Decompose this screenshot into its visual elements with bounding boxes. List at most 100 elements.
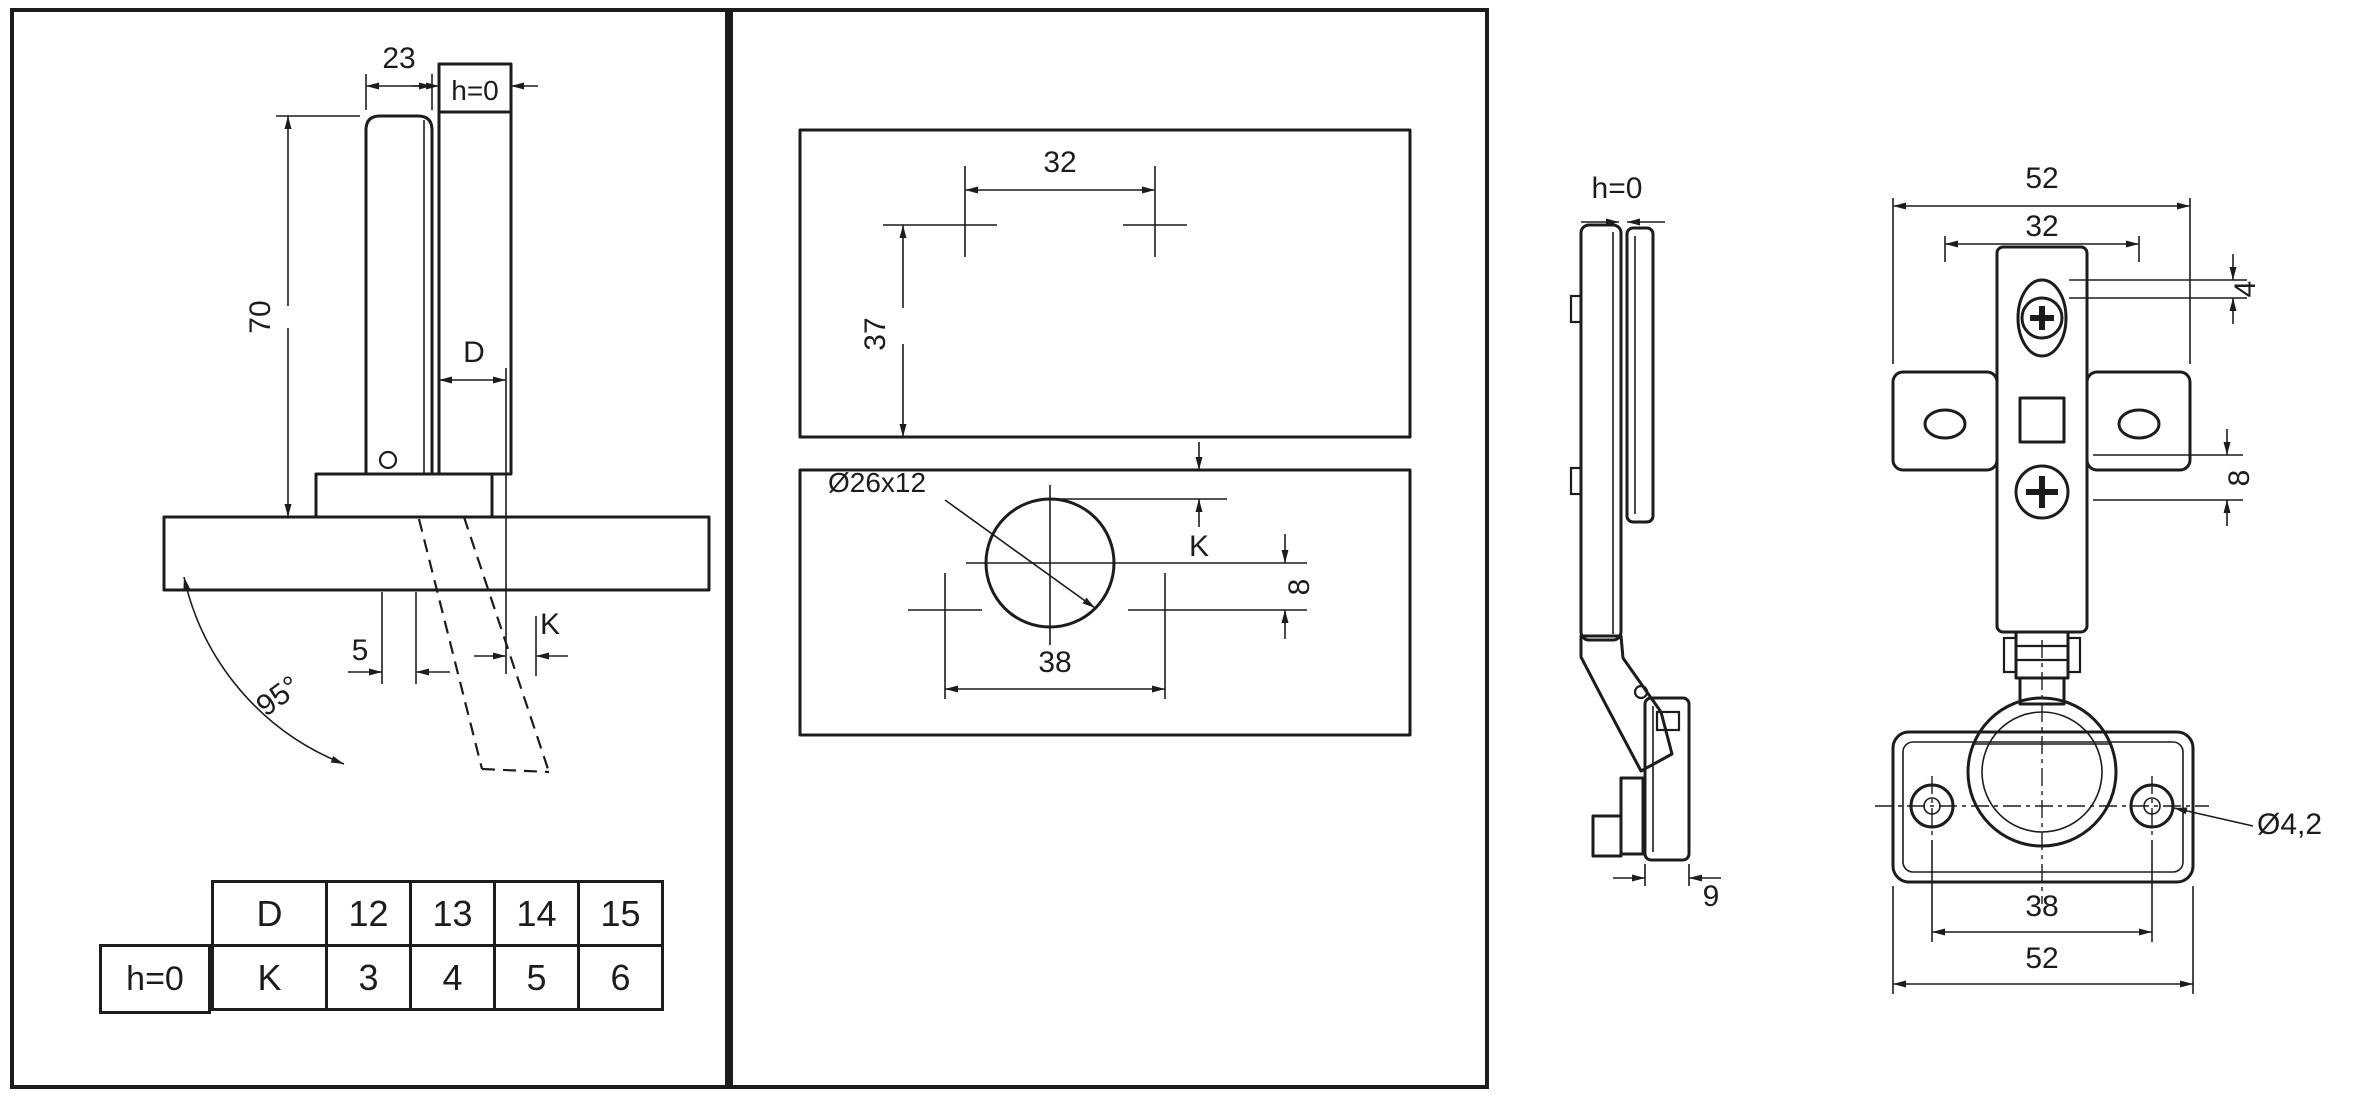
- cup-centerlines: [966, 485, 1307, 645]
- opening-angle-arc: [183, 576, 345, 765]
- mount-screw-head: [1569, 466, 1583, 496]
- dim-screw-spacing-38: 38: [945, 646, 1165, 693]
- dim-8-label: 8: [1283, 579, 1316, 596]
- table-header-D: D: [214, 883, 328, 947]
- table-cell: 15: [580, 883, 664, 947]
- adjust-slot: [2016, 278, 2068, 358]
- cup-screw-marks: [908, 573, 1307, 699]
- dim-adjust-4: 4: [2069, 254, 2262, 324]
- dim-D-label: D: [463, 336, 485, 369]
- phillips-screw-bottom: [2014, 464, 2070, 520]
- dim-5-label: 5: [352, 634, 369, 667]
- dim-plate-52-bottom: 52: [1892, 886, 2194, 994]
- plate-screw-right: [2129, 776, 2175, 838]
- dim-52-top-label: 52: [2025, 162, 2058, 195]
- dim-cup-screws-38: 38: [1931, 840, 2153, 942]
- knuckle-tab-left: [2002, 636, 2018, 674]
- cup-lip: [1591, 814, 1623, 858]
- dim-23-label: 23: [382, 42, 415, 75]
- dim-K-label: K: [540, 608, 560, 641]
- dk-value-table: D 12 13 14 15 K 3 4 5 6: [211, 880, 664, 1011]
- mounting-foot: [314, 472, 494, 519]
- dim-38-label: 38: [2025, 890, 2058, 923]
- wing-slot-left: [1923, 408, 1967, 440]
- dim-38-label: 38: [1038, 646, 1071, 679]
- hinge-side-view: [162, 62, 711, 774]
- cup-flange: [1619, 776, 1645, 856]
- table-cell: 12: [328, 883, 412, 947]
- wing-slot-right: [2117, 408, 2161, 440]
- dim-95deg-label: 95°: [250, 670, 306, 723]
- plate-screw-left: [1909, 776, 1955, 838]
- hinge-profile-view: h=0 9: [1569, 172, 1721, 913]
- dim-70-label: 70: [244, 300, 277, 333]
- dim-overlay-D: D: [439, 336, 507, 674]
- middle-panel: 32 37 Ø26x12: [729, 8, 1489, 1089]
- table-cell: 6: [580, 947, 664, 1011]
- dim-overlay-h0: h=0: [412, 75, 538, 106]
- wing-right: [2085, 370, 2192, 472]
- side-panel-drill-face: [798, 128, 1412, 439]
- dim-32-label: 32: [1043, 146, 1076, 179]
- cup-inner-circle: [1981, 711, 2103, 833]
- hinge-arm: [364, 114, 434, 476]
- drilling-pattern-drawing: 32 37 Ø26x12: [798, 128, 1412, 737]
- dim-37-label: 37: [859, 317, 892, 350]
- dim-adjust-8: 8: [2093, 429, 2256, 526]
- screw-hole-callout: Ø4,2: [2173, 807, 2322, 841]
- table-h0-box: h=0: [99, 944, 211, 1014]
- mounting-plate-inner: [1902, 741, 2184, 873]
- table-cell: 3: [328, 947, 412, 1011]
- dim-h0-label: h=0: [451, 75, 499, 106]
- pivot-pin: [1633, 684, 1649, 700]
- dim-K-label: K: [1189, 530, 1209, 563]
- mounting-plate: [1891, 730, 2195, 884]
- dim-profile-h0: h=0: [1581, 172, 1665, 226]
- table-cell: 4: [412, 947, 496, 1011]
- table-h0-label: h=0: [126, 959, 184, 998]
- dim-4-label: 4: [2229, 281, 2262, 298]
- dim-offset-5: 5: [348, 592, 450, 684]
- dim-8-label: 8: [2223, 470, 2256, 487]
- table-header-K: K: [214, 947, 328, 1011]
- phillips-screw-top: [2020, 296, 2064, 340]
- plate-hole-marks: [883, 166, 1187, 257]
- left-panel: 23 h=0 70 D: [10, 8, 729, 1089]
- dim-hole-spacing-32: 32: [965, 146, 1155, 194]
- table-cell: 13: [412, 883, 496, 947]
- cup-outer-circle: [1966, 696, 2118, 848]
- door-edge-profile: [1625, 226, 1655, 524]
- right-section: h=0 9: [1489, 0, 2365, 1097]
- cabinet-panel: [162, 515, 711, 592]
- table-cell: 5: [496, 947, 580, 1011]
- dim-depth-9: 9: [1613, 864, 1721, 913]
- dim-offset-8: 8: [1281, 534, 1316, 639]
- dim-gap-K: K: [474, 608, 568, 676]
- cup-detail: [1655, 710, 1681, 732]
- dim-width-52-top: 52: [1892, 162, 2191, 364]
- cup-hole-label: Ø26x12: [828, 467, 926, 498]
- wing-left: [1891, 370, 1999, 472]
- table-cell: 14: [496, 883, 580, 947]
- cup-profile: [1643, 696, 1691, 862]
- dim-edge-distance-37: 37: [859, 225, 907, 437]
- dim-edge-K: K: [1050, 442, 1227, 563]
- arm-body: [1995, 245, 2089, 634]
- dim-plate-holes-32: 32: [1944, 210, 2140, 262]
- open-door-dashed-outline: [417, 516, 551, 774]
- adjust-screw-head: [1569, 294, 1583, 324]
- pivot-detail: [378, 450, 398, 470]
- dim-32-label: 32: [2025, 210, 2058, 243]
- door-drill-face: [798, 468, 1412, 737]
- hinge-elbow: [1579, 634, 1674, 773]
- cup-hole-callout: Ø26x12: [828, 467, 1096, 609]
- door-panel: [437, 62, 513, 476]
- dim-arm-width-23: 23: [365, 42, 433, 110]
- hinge-views-drawing: h=0 9: [1569, 162, 2322, 994]
- cup-neck: [2018, 676, 2066, 706]
- arm-profile: [1579, 223, 1623, 642]
- dim-9-label: 9: [1703, 880, 1720, 913]
- dim-height-70: 70: [244, 115, 360, 517]
- hinge-section-drawing: 23 h=0 70 D: [162, 42, 711, 774]
